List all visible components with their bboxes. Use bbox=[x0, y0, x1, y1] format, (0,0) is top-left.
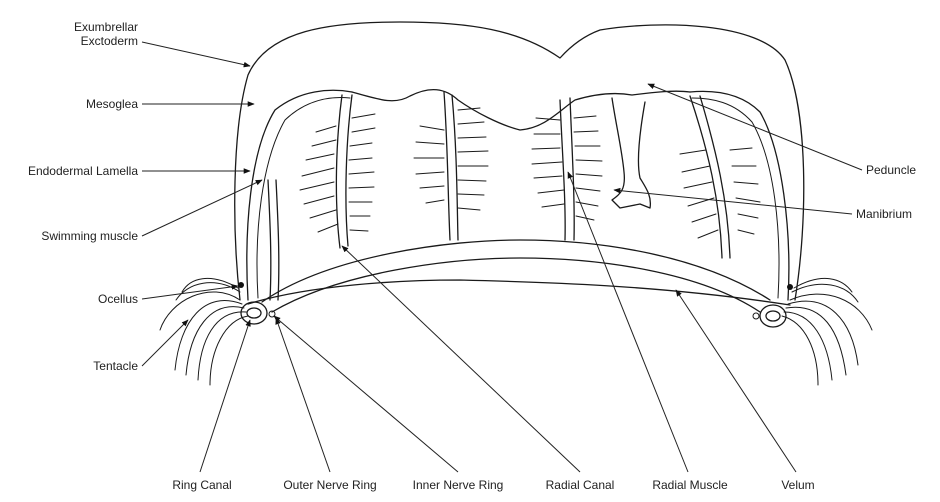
label-velum: Velum bbox=[781, 478, 814, 492]
ocellus-right-dot bbox=[787, 284, 793, 290]
label-endodermal-lamella: Endodermal Lamella bbox=[0, 164, 138, 178]
ring-canal-right bbox=[753, 305, 786, 327]
label-ocellus: Ocellus bbox=[20, 292, 138, 306]
label-exumbrellar: Exumbrellar Exctoderm bbox=[20, 20, 138, 48]
velum-outer bbox=[248, 280, 790, 305]
velum-lower bbox=[272, 258, 760, 312]
label-radial-canal: Radial Canal bbox=[546, 478, 615, 492]
mesoglea-boundary bbox=[352, 90, 690, 130]
label-tentacle: Tentacle bbox=[20, 359, 138, 373]
label-radial-muscle: Radial Muscle bbox=[652, 478, 727, 492]
gonad-ridges bbox=[300, 108, 760, 238]
label-manibrium: Manibrium bbox=[856, 207, 912, 221]
label-swimming-muscle: Swimming muscle bbox=[0, 229, 138, 243]
label-ring-canal: Ring Canal bbox=[172, 478, 231, 492]
ring-canal-left bbox=[241, 302, 275, 324]
label-mesoglea: Mesoglea bbox=[20, 97, 138, 111]
ocellus-left-dot bbox=[238, 282, 244, 288]
subumbrella-inner-right bbox=[692, 98, 779, 298]
label-inner-nerve-ring: Inner Nerve Ring bbox=[413, 478, 504, 492]
label-outer-nerve-ring: Outer Nerve Ring bbox=[283, 478, 376, 492]
label-peduncle: Peduncle bbox=[866, 163, 916, 177]
